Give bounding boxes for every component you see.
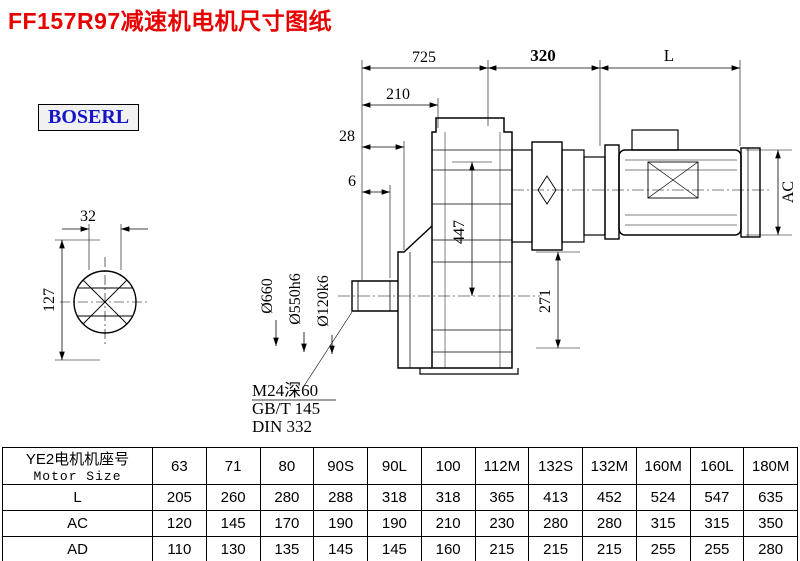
table-row-AD: AD 110 130 135 145 145 160 215 215 215 2… [2,536,798,561]
row-label: AD [2,536,153,561]
dim-value-cell: 215 [528,536,583,561]
dimension-labels: 725 320 L 210 28 6 32 127 447 271 AC Ø66… [41,46,797,436]
col-header: 80 [259,447,315,485]
dim-28-label: 28 [339,128,355,145]
table-row-L: L 205 260 280 288 318 318 365 413 452 52… [2,484,798,511]
dim-127 [55,239,100,361]
dia-660-label: Ø660 [259,278,276,314]
dim-value-cell: 260 [205,484,261,511]
dim-value-cell: 547 [689,484,745,511]
col-header: 112M [474,447,530,485]
row-label: AC [2,510,153,537]
col-header: 90S [313,447,368,485]
motor-size-header-en: Motor Size [33,469,122,484]
dim-value-cell: 318 [420,484,476,511]
dim-value-cell: 524 [635,484,691,511]
dim-value-cell: 160 [420,536,476,561]
dim-value-cell: 205 [152,484,207,511]
shaft-end-view [60,257,150,347]
dim-value-cell: 135 [259,536,315,561]
dim-127-label: 127 [41,288,58,312]
dim-value-cell: 255 [689,536,745,561]
dim-value-cell: 635 [743,484,798,511]
note-din: DIN 332 [252,417,312,436]
dim-6-label: 6 [348,173,356,190]
vertical-dimensions [273,149,792,387]
dim-value-cell: 110 [152,536,207,561]
dim-value-cell: 215 [582,536,637,561]
dim-L-label: L [664,46,674,65]
col-header: 160M [635,447,691,485]
table-header-row: YE2电机机座号 Motor Size 63 71 80 90S 90L 100… [2,447,798,485]
note-thread: M24深60 [252,381,318,400]
col-header: 132M [582,447,637,485]
dim-value-cell: 288 [313,484,368,511]
dim-value-cell: 145 [367,536,422,561]
dim-value-cell: 120 [152,510,207,537]
dim-value-cell: 280 [743,536,798,561]
motor [604,129,761,240]
dim-447-label: 447 [451,220,468,244]
col-header: 132S [528,447,583,485]
dim-value-cell: 413 [528,484,583,511]
reducer-housing [338,117,540,375]
dim-value-cell: 190 [367,510,422,537]
motor-size-header-cn: YE2电机机座号 [25,451,130,468]
dim-210-label: 210 [386,86,410,103]
gear-stage [511,141,772,251]
dim-value-cell: 452 [582,484,637,511]
dim-value-cell: 145 [205,510,261,537]
dim-value-cell: 318 [367,484,422,511]
dim-value-cell: 130 [205,536,261,561]
dim-32 [62,224,148,270]
motor-dimensions-table: YE2电机机座号 Motor Size 63 71 80 90S 90L 100… [2,447,798,561]
col-header: 180M [743,447,798,485]
dim-271-label: 271 [537,289,554,313]
top-dimensions [361,60,741,280]
dim-value-cell: 315 [635,510,691,537]
dim-value-cell: 365 [474,484,530,511]
col-header: 100 [420,447,476,485]
dim-value-cell: 145 [313,536,368,561]
dia-550-label: Ø550h6 [287,273,304,325]
dim-value-cell: 280 [528,510,583,537]
dim-value-cell: 210 [420,510,476,537]
col-header: 71 [205,447,261,485]
col-header: 63 [152,447,207,485]
motor-size-header: YE2电机机座号 Motor Size [2,447,153,485]
dim-value-cell: 255 [635,536,691,561]
row-label: L [2,484,153,511]
page-title: FF157R97减速机电机尺寸图纸 [8,8,333,34]
note-gbt: GB/T 145 [252,399,320,418]
dim-32-label: 32 [80,208,96,225]
table-row-AC: AC 120 145 170 190 190 210 230 280 280 3… [2,510,798,537]
dim-value-cell: 170 [259,510,315,537]
dim-AC-label: AC [780,181,797,203]
dim-725-label: 725 [412,49,436,66]
dim-value-cell: 190 [313,510,368,537]
dia-120-label: Ø120k6 [315,275,332,327]
dim-value-cell: 350 [743,510,798,537]
boserl-logo: BOSERL [38,104,140,131]
dim-value-cell: 215 [474,536,530,561]
dim-value-cell: 280 [259,484,315,511]
dim-value-cell: 230 [474,510,530,537]
col-header: 90L [367,447,422,485]
technical-drawing: 725 320 L 210 28 6 32 127 447 271 AC Ø66… [41,46,797,436]
dim-320-label: 320 [530,46,556,65]
dim-value-cell: 280 [582,510,637,537]
col-header: 160L [689,447,745,485]
dim-value-cell: 315 [689,510,745,537]
